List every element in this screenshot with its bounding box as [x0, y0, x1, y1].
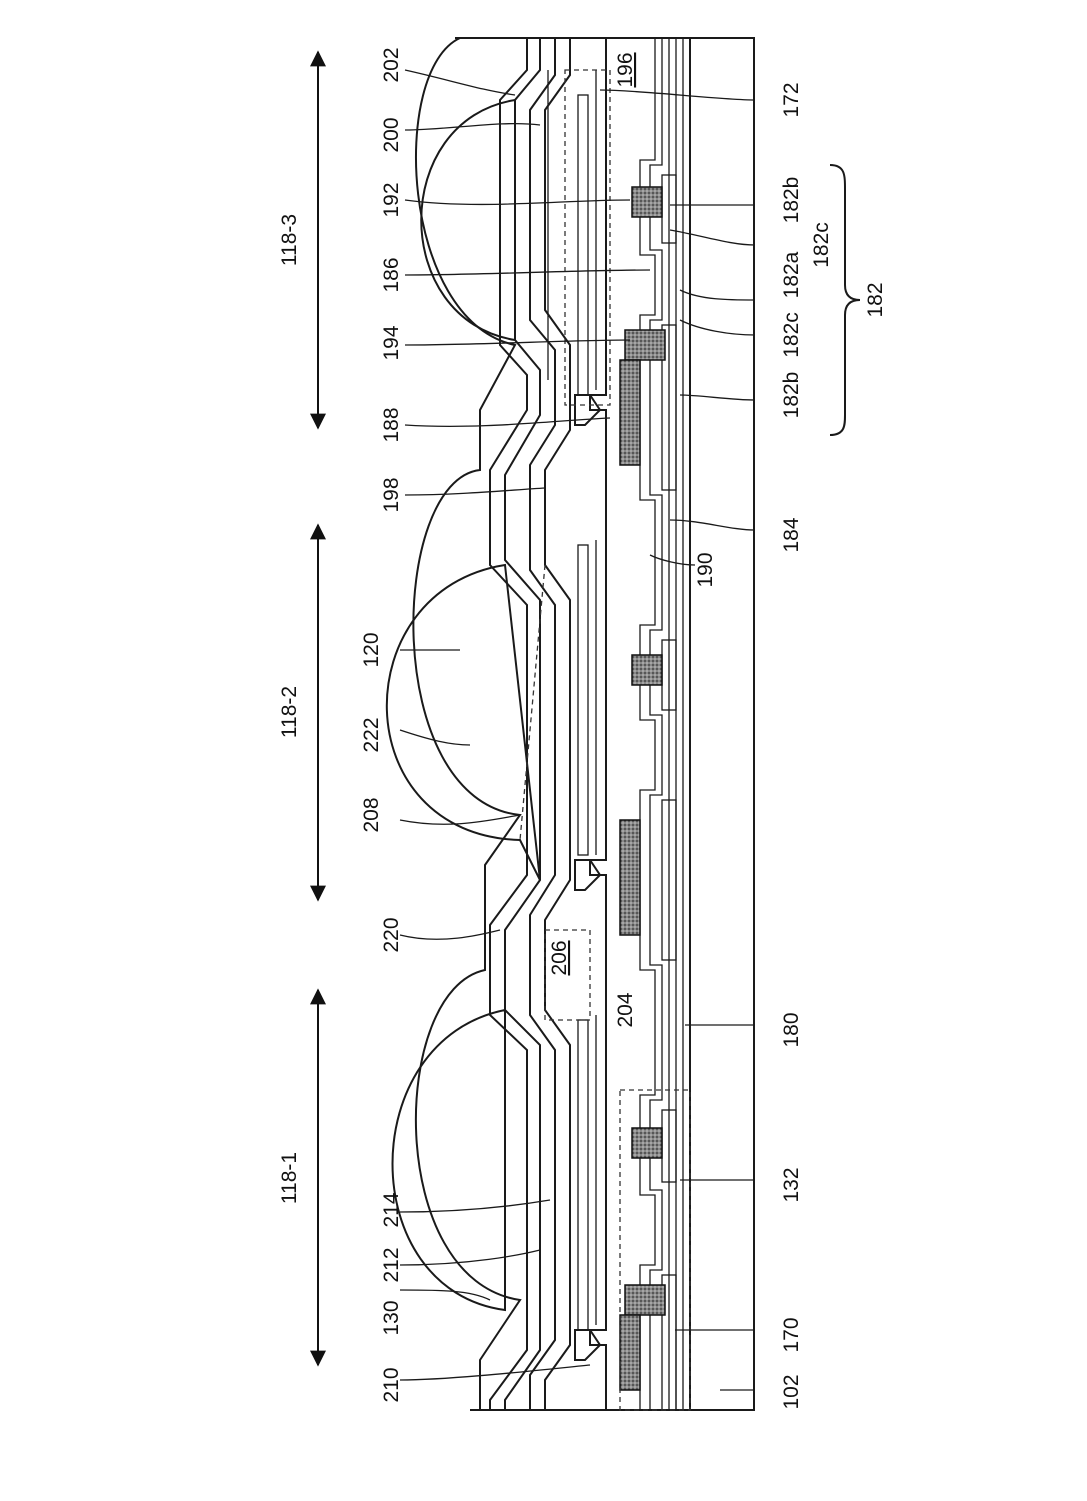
- label-190: 190: [694, 552, 717, 587]
- label-182: 182: [864, 282, 887, 317]
- label-202: 202: [380, 47, 403, 82]
- label-222: 222: [360, 717, 383, 752]
- gate-electrode-194: [625, 330, 665, 360]
- label-194: 194: [380, 325, 403, 360]
- label-208: 208: [360, 797, 383, 832]
- label-210: 210: [380, 1367, 403, 1402]
- label-180: 180: [780, 1012, 803, 1047]
- label-196: 196: [614, 52, 637, 87]
- reference-labels: 202 200 192 186 194 188 198 120 222 208 …: [360, 47, 887, 1409]
- source-drain-188: [620, 360, 640, 465]
- label-212: 212: [380, 1247, 403, 1282]
- gate-electrode-a: [632, 655, 662, 685]
- label-182b-top: 182b: [780, 177, 803, 224]
- label-102: 102: [780, 1374, 803, 1409]
- interlayer-190: [640, 38, 655, 1410]
- anode-198: [578, 545, 588, 855]
- source-drain-b: [620, 820, 640, 935]
- region-label-118-3: 118-3: [278, 214, 301, 266]
- label-120: 120: [360, 632, 383, 667]
- source-drain-d: [620, 1315, 640, 1390]
- anode-200: [578, 95, 588, 395]
- gate-insulator-184: [650, 38, 662, 1410]
- label-182a: 182a: [780, 251, 803, 298]
- label-186: 186: [380, 257, 403, 292]
- label-220: 220: [380, 917, 403, 952]
- planarization-196: [590, 38, 606, 1410]
- gate-electrode-c: [632, 1128, 662, 1158]
- label-182b-bottom: 182b: [780, 372, 803, 419]
- label-192: 192: [380, 182, 403, 217]
- region-arrows: 118-3 118-2 118-1: [278, 52, 318, 1365]
- gate-electrode-d: [625, 1285, 665, 1315]
- label-170: 170: [780, 1317, 803, 1352]
- brace-182: [830, 165, 860, 435]
- region-label-118-1: 118-1: [278, 1152, 301, 1204]
- region-label-118-2: 118-2: [278, 686, 301, 738]
- light-path-dash: [520, 565, 545, 840]
- label-172: 172: [780, 82, 803, 117]
- label-182c-top: 182c: [810, 222, 833, 268]
- label-214: 214: [380, 1192, 403, 1227]
- label-198: 198: [380, 477, 403, 512]
- label-184: 184: [780, 517, 803, 552]
- label-206: 206: [548, 940, 571, 975]
- anode-214: [578, 1020, 588, 1330]
- lens-118-2: [387, 565, 540, 880]
- cathode-212: [530, 38, 555, 1410]
- layer-stack: [387, 38, 754, 1410]
- label-130: 130: [380, 1300, 403, 1335]
- label-182c-bottom: 182c: [780, 312, 803, 358]
- label-204: 204: [614, 992, 637, 1027]
- label-200: 200: [380, 117, 403, 152]
- organic-layer-202: [545, 38, 570, 1410]
- label-132: 132: [780, 1167, 803, 1202]
- gate-electrode-192: [632, 187, 662, 217]
- label-188: 188: [380, 407, 403, 442]
